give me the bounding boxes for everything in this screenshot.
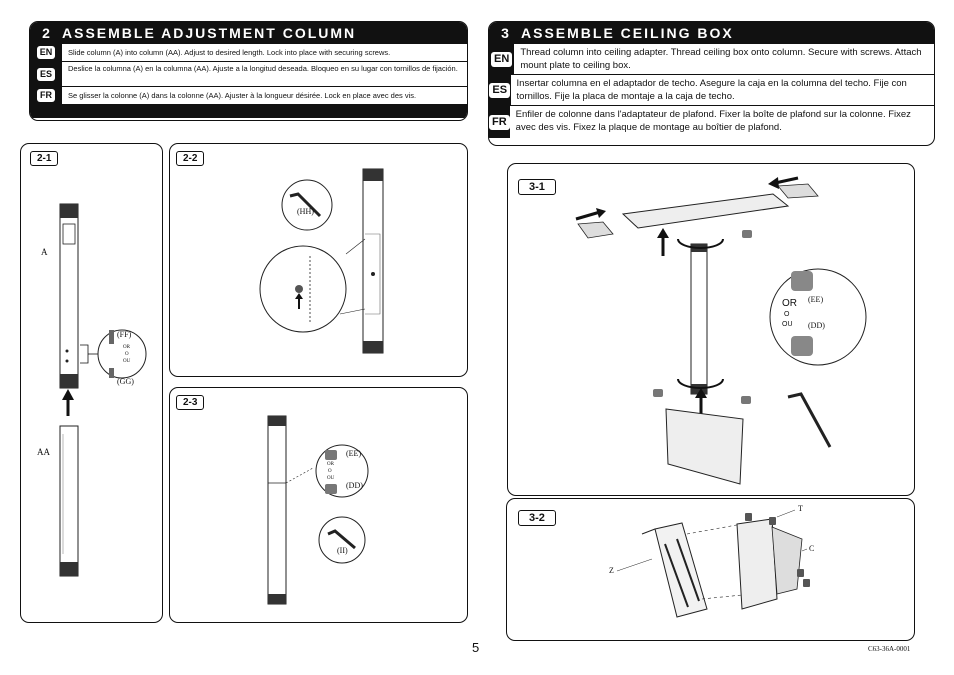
- column-slide-illustration: [59, 203, 147, 577]
- ou-label: OU: [782, 321, 793, 328]
- lang-badge-fr: FR: [489, 114, 510, 130]
- section-3-instructions: 3 ASSEMBLE CEILING BOX EN Thread column …: [488, 21, 935, 146]
- mount-plate-illustration: [616, 509, 810, 618]
- ou-label: OU: [327, 476, 335, 481]
- panel-3-2-label: 3-2: [518, 510, 556, 526]
- panel-2-3: 2-3 (EE) OR O OU (DD) (II): [169, 387, 468, 623]
- section-2-title: ASSEMBLE ADJUSTMENT COLUMN: [62, 25, 357, 41]
- panel-2-3-label: 2-3: [176, 395, 205, 410]
- instruction-text-en: Slide column (A) into column (AA). Adjus…: [68, 48, 391, 57]
- page-number: 5: [472, 640, 480, 655]
- or-label: OR: [123, 345, 130, 350]
- section-2-header: 2 ASSEMBLE ADJUSTMENT COLUMN: [30, 22, 467, 44]
- instruction-text-fr: Se glisser la colonne (A) dans la colonn…: [68, 91, 417, 100]
- instruction-row-es: ES Insertar columna en el adaptador de t…: [489, 74, 934, 105]
- instruction-text-es: Insertar columna en el adaptador de tech…: [516, 78, 907, 102]
- instruction-row-en: EN Thread column into ceiling adapter. T…: [489, 44, 934, 74]
- section-2-instructions: 2 ASSEMBLE ADJUSTMENT COLUMN EN Slide co…: [29, 21, 468, 121]
- panel-2-1: 2-1 A AA (FF) OR O OU (GG): [20, 143, 163, 623]
- instruction-text-es: Deslice la columna (A) en la columna (AA…: [68, 64, 458, 73]
- panel-3-2: 3-2 T C Z: [506, 498, 915, 641]
- instruction-row-es: ES Deslice la columna (A) en la columna …: [30, 61, 467, 86]
- lang-badge-en: EN: [36, 46, 56, 59]
- or-label: OR: [782, 298, 797, 309]
- panel-2-2: 2-2 (HH): [169, 143, 468, 377]
- o-label: O: [328, 469, 332, 474]
- instruction-row-fr: FR Enfiler de colonne dans l'adaptateur …: [489, 105, 934, 138]
- section-3-number: 3: [501, 25, 509, 41]
- part-label-dd: (DD): [808, 321, 825, 330]
- part-label-ii: (II): [337, 546, 348, 555]
- document-code: C63-36A-0001: [868, 645, 911, 653]
- part-label-hh: (HH): [297, 207, 314, 216]
- instruction-text-fr: Enfiler de colonne dans l'adaptateur de …: [515, 109, 911, 133]
- instruction-row-en: EN Slide column (A) into column (AA). Ad…: [30, 44, 467, 61]
- part-label-a: A: [41, 247, 48, 257]
- section-2-number: 2: [42, 25, 50, 41]
- part-label-aa: AA: [37, 447, 50, 457]
- or-label: OR: [327, 462, 334, 467]
- panel-2-2-label: 2-2: [176, 151, 205, 166]
- o-label: O: [784, 311, 790, 318]
- instruction-text-en: Thread column into ceiling adapter. Thre…: [520, 47, 922, 71]
- securing-screw-illustration: [259, 168, 384, 354]
- panel-3-1: 3-1 OR O OU (EE) (DD): [507, 163, 915, 496]
- part-label-gg: (GG): [117, 377, 134, 386]
- section-3-header: 3 ASSEMBLE CEILING BOX: [489, 22, 934, 44]
- part-label-ee: (EE): [808, 295, 824, 304]
- lang-badge-es: ES: [36, 67, 55, 81]
- ou-label: OU: [123, 359, 131, 364]
- o-label: O: [125, 352, 129, 357]
- lang-badge-en: EN: [491, 51, 513, 67]
- part-label-c: C: [809, 544, 815, 553]
- column-screws-illustration: [267, 415, 369, 605]
- ceiling-box-illustration: [575, 176, 867, 485]
- instruction-row-fr: FR Se glisser la colonne (A) dans la col…: [30, 86, 467, 104]
- part-label-t: T: [798, 504, 803, 513]
- lang-badge-es: ES: [489, 82, 511, 98]
- lang-badge-fr: FR: [37, 89, 55, 102]
- part-label-z: Z: [609, 566, 614, 575]
- part-label-ff: (FF): [117, 330, 132, 339]
- part-label-dd: (DD): [346, 481, 363, 490]
- part-label-ee: (EE): [346, 449, 362, 458]
- panel-3-1-label: 3-1: [518, 179, 556, 195]
- section-3-title: ASSEMBLE CEILING BOX: [521, 25, 734, 41]
- panel-2-1-label: 2-1: [30, 151, 59, 166]
